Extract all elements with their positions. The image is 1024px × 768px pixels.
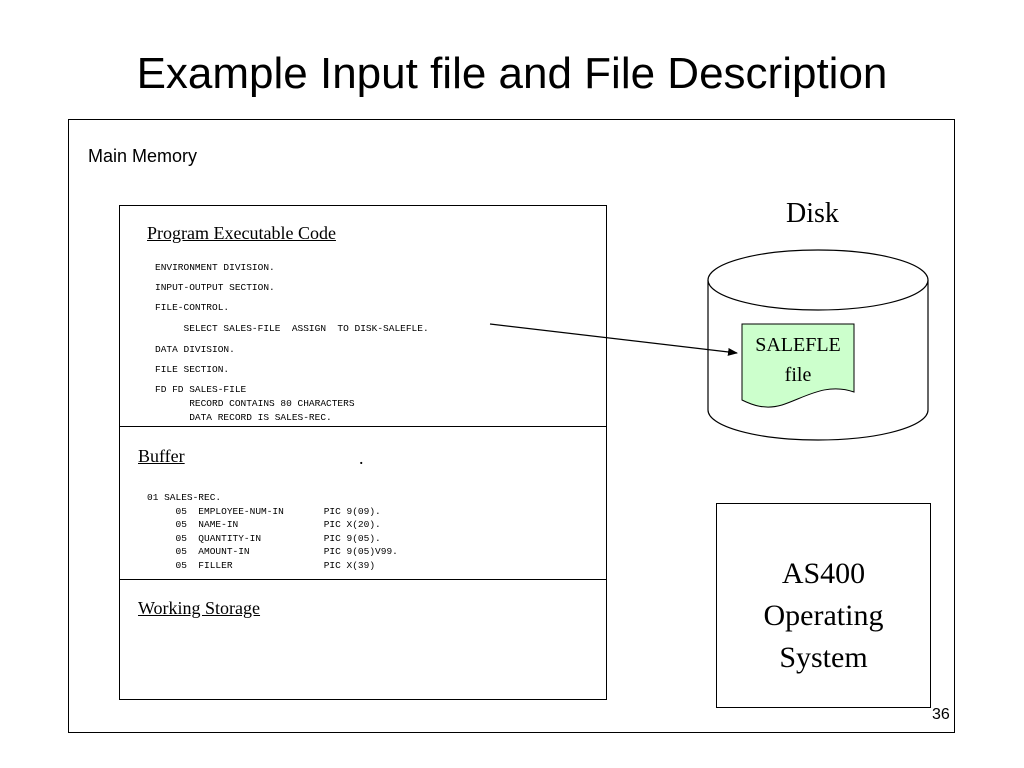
os-label: AS400 Operating System	[716, 553, 931, 679]
memory-stack-box	[119, 205, 607, 700]
os-label-line: System	[779, 641, 868, 674]
slide-number: 36	[932, 706, 950, 723]
record-line: 05 NAME-IN PIC X(20).	[147, 519, 381, 530]
record-line: 05 AMOUNT-IN PIC 9(05)V99.	[147, 546, 398, 557]
program-code-heading: Program Executable Code	[147, 223, 336, 243]
buffer-heading: Buffer	[138, 446, 185, 466]
salefle-file-name: SALEFLE	[755, 334, 841, 356]
buffer-dot: .	[359, 448, 364, 468]
salefle-file-suffix: file	[784, 364, 812, 386]
os-box	[716, 503, 931, 708]
working-storage-divider	[119, 579, 607, 580]
select-to-file-arrow	[489, 323, 738, 356]
code-line: INPUT-OUTPUT SECTION.	[155, 282, 275, 293]
file-document-shape	[741, 323, 855, 408]
record-line: 01 SALES-REC.	[147, 492, 222, 503]
select-statement-line: SELECT SALES-FILE ASSIGN TO DISK-SALEFLE…	[155, 323, 429, 334]
code-line: FD FD SALES-FILE	[155, 384, 247, 395]
code-line: DATA RECORD IS SALES-REC.	[155, 412, 332, 423]
working-storage-heading: Working Storage	[138, 598, 261, 618]
disk-label: Disk	[786, 198, 839, 229]
code-line: DATA DIVISION.	[155, 344, 235, 355]
slide-title: Example Input file and File Description	[136, 49, 888, 98]
code-line: RECORD CONTAINS 80 CHARACTERS	[155, 398, 355, 409]
main-memory-label: Main Memory	[88, 146, 198, 166]
code-line: FILE SECTION.	[155, 364, 230, 375]
record-line: 05 QUANTITY-IN PIC 9(05).	[147, 533, 381, 544]
record-line: 05 FILLER PIC X(39)	[147, 560, 376, 571]
main-memory-frame	[68, 119, 955, 733]
os-label-line: Operating	[763, 599, 884, 632]
code-line: ENVIRONMENT DIVISION.	[155, 262, 275, 273]
code-line: FILE-CONTROL.	[155, 302, 230, 313]
os-label-line: AS400	[781, 557, 866, 590]
buffer-divider	[119, 426, 607, 427]
record-line: 05 EMPLOYEE-NUM-IN PIC 9(09).	[147, 506, 381, 517]
